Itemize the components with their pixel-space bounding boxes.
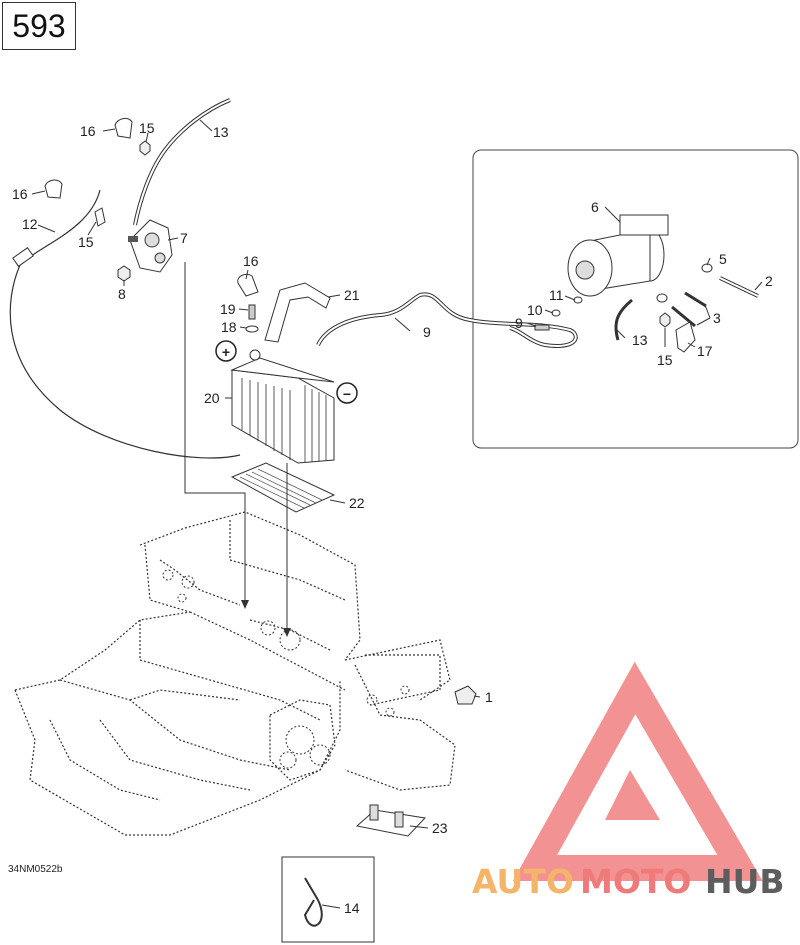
callout-4: 5 <box>719 251 727 267</box>
callout-10: 10 <box>527 302 543 318</box>
nut-15-top <box>139 140 151 156</box>
callout-21: 21 <box>344 287 360 303</box>
callout-15-top: 15 <box>139 120 155 136</box>
callout-16-left: 16 <box>12 186 28 202</box>
callout-14: 14 <box>344 900 360 916</box>
boot-16-top <box>114 117 133 139</box>
boot-16-mid <box>237 273 259 297</box>
drawing-code: 34NM0522b <box>8 864 63 875</box>
callout-8: 9 <box>423 324 431 340</box>
callout-15-inset: 15 <box>657 352 673 368</box>
callout-16-top: 16 <box>80 123 96 139</box>
callout-15-left: 15 <box>78 234 94 250</box>
logo-hub: HUB <box>705 862 785 901</box>
callout-23: 23 <box>432 820 448 836</box>
washer-10 <box>551 309 561 317</box>
callout-11: 11 <box>549 287 564 303</box>
logo-auto: AUTO <box>472 862 574 901</box>
screw-20 <box>248 304 256 320</box>
battery-18 <box>230 349 335 464</box>
page-number: 593 <box>12 8 66 44</box>
battery-pad-22 <box>230 462 336 513</box>
callout-5: 6 <box>591 199 599 215</box>
chassis-frame <box>14 511 456 836</box>
callout-6: 7 <box>180 230 188 246</box>
starter-motor-5 <box>567 214 669 297</box>
nut-15-inset <box>659 312 671 328</box>
logo-wordmark: AUTO MOTO HUB <box>472 862 785 901</box>
battery-strap-21 <box>264 282 331 343</box>
callout-19: 18 <box>221 319 237 335</box>
tie-14-box <box>281 856 375 943</box>
boot-16-left <box>44 179 63 199</box>
callout-1: 1 <box>485 689 493 705</box>
washer-19 <box>245 325 259 333</box>
bracket-23 <box>355 804 427 837</box>
callout-3: 3 <box>713 310 721 326</box>
callout-9-label: 9 <box>515 315 523 331</box>
starter-inset-frame <box>472 149 799 449</box>
negative-terminal-symbol <box>336 382 358 404</box>
callout-22: 22 <box>349 495 365 511</box>
bolt-9 <box>534 324 550 331</box>
cable-13-inset <box>614 298 633 341</box>
callout-16-mid: 16 <box>243 253 259 269</box>
callout-13-inset: 13 <box>632 332 648 348</box>
nut-7 <box>117 265 131 282</box>
callout-13-top: 13 <box>213 124 229 140</box>
bolts-3 <box>656 291 707 328</box>
logo-triangle <box>512 661 763 881</box>
positive-sign: + <box>222 344 230 360</box>
boot-17 <box>675 321 696 353</box>
callout-labels: 16 15 13 16 12 15 7 8 16 19 18 21 20 9 2… <box>8 120 773 916</box>
solenoid-6 <box>128 219 173 273</box>
callout-17: 17 <box>697 343 713 359</box>
ring-11 <box>573 296 583 304</box>
cable-13-upper <box>133 98 231 226</box>
callout-2: 2 <box>765 273 773 289</box>
callout-12: 12 <box>22 216 38 232</box>
callout-20: 19 <box>220 301 236 317</box>
negative-sign: − <box>343 386 351 402</box>
washer-4 <box>701 263 713 273</box>
positive-terminal-symbol <box>215 340 237 362</box>
page-number-box: 593 <box>2 2 76 50</box>
callout-18: 20 <box>204 390 220 406</box>
cable-tie-14 <box>303 877 323 927</box>
leader-lines <box>31 119 763 909</box>
connector-1 <box>454 685 477 705</box>
battery-cable-12 <box>9 264 241 459</box>
callout-7: 8 <box>118 286 126 302</box>
frame-holes <box>162 569 410 769</box>
logo-moto: MOTO <box>580 862 691 901</box>
